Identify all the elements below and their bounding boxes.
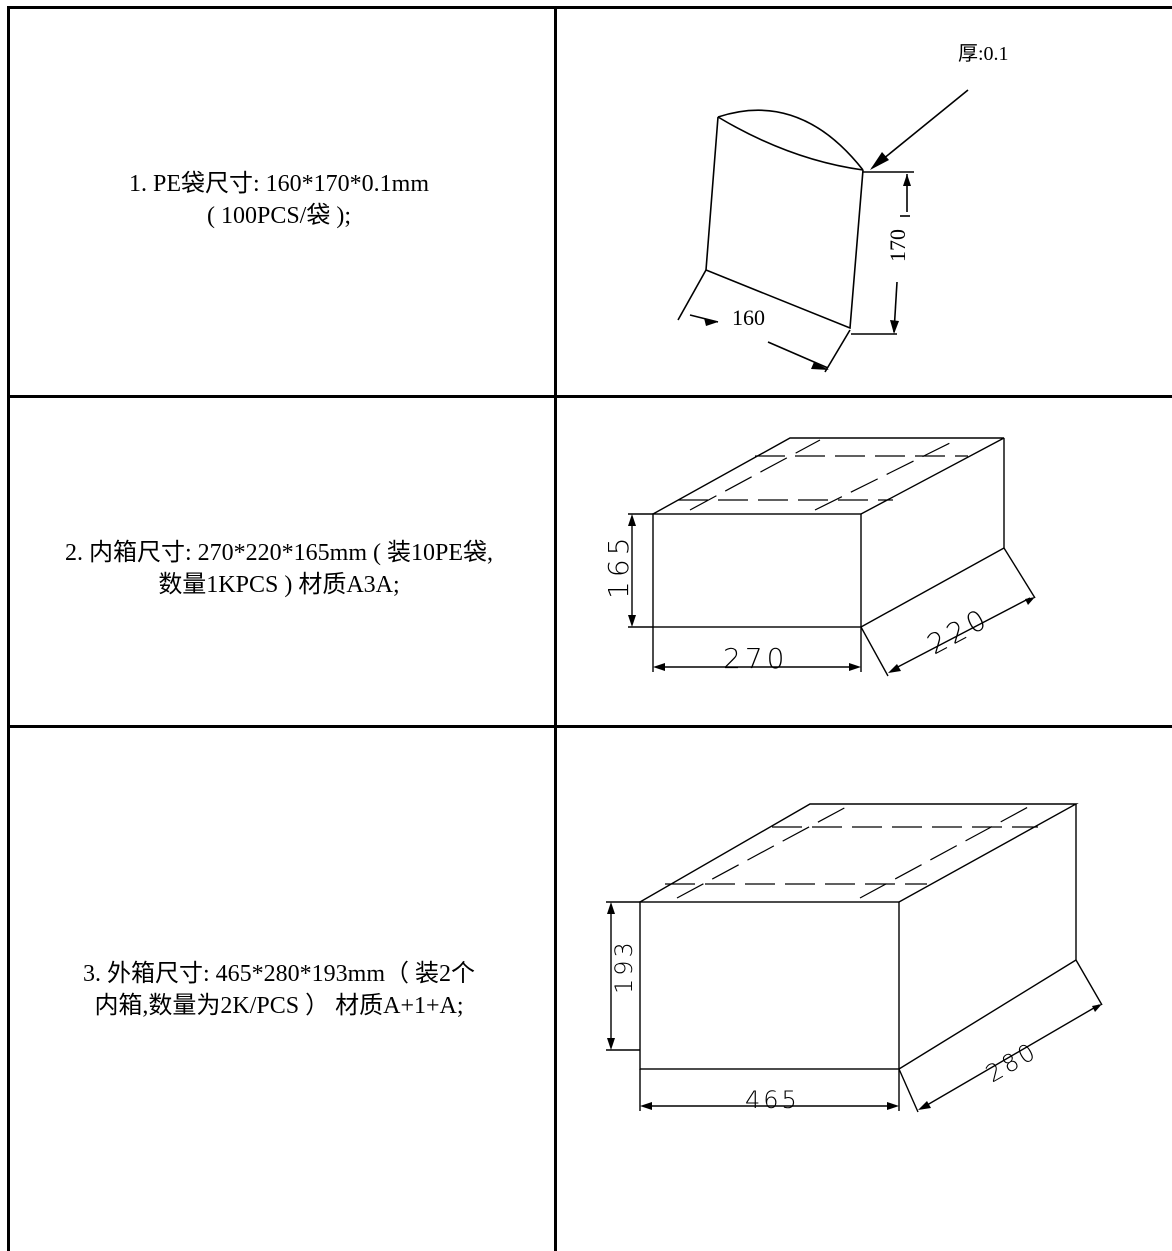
row-3-line-2: 内箱,数量为2K/PCS ） 材质A+1+A; (94, 993, 464, 1019)
bag-thickness-label: 厚:0.1 (958, 43, 1009, 65)
inner-box-height-label: 165 (602, 534, 635, 599)
height-arrowhead-bottom (890, 320, 899, 334)
row-2-line-2: 数量1KPCS ) 材质A3A; (158, 572, 400, 598)
row-1-line-1: 1. PE袋尺寸: 160*170*0.1mm (128, 171, 429, 197)
bag-outline (705, 116, 864, 330)
thickness-arrowhead (870, 152, 889, 170)
inner-box-front (652, 513, 862, 628)
outer-box-drawing: 465 280 193 (558, 728, 1170, 1251)
height-arrowhead-top (903, 174, 911, 186)
row-3-line-1: 3. 外箱尺寸: 465*280*193mm（ 装2个 (82, 961, 475, 987)
table-column-divider (554, 6, 557, 1251)
inner-box-length-label: 270 (723, 642, 788, 675)
width-arrowhead-right (811, 362, 829, 370)
row-1-line-2: ( 100PCS/袋 ); (206, 203, 352, 229)
table-row-divider-2 (7, 725, 1172, 728)
table-row-divider-1 (7, 395, 1172, 398)
bag-width-label: 160 (732, 305, 765, 330)
width-arrowhead-left (704, 318, 718, 326)
table-border-left (7, 6, 10, 1251)
row-1-description: 1. PE袋尺寸: 160*170*0.1mm ( 100PCS/袋 ); (10, 168, 548, 232)
outer-box-height-label: 193 (610, 939, 638, 994)
inner-box-drawing: 270 220 165 (558, 398, 1170, 725)
row-3-description: 3. 外箱尺寸: 465*280*193mm（ 装2个 内箱,数量为2K/PCS… (10, 958, 548, 1022)
bag-height-label: 170 (885, 229, 910, 262)
table-border-top (7, 6, 1172, 9)
bag-opening-lower (717, 116, 864, 171)
row-2-line-1: 2. 内箱尺寸: 270*220*165mm ( 装10PE袋, (64, 540, 493, 566)
outer-box-width-label: 280 (981, 1037, 1042, 1089)
thickness-leader-line (871, 89, 969, 169)
outer-box-front (639, 901, 900, 1070)
bag-opening-upper (717, 109, 864, 171)
row-2-description: 2. 内箱尺寸: 270*220*165mm ( 装10PE袋, 数量1KPCS… (10, 537, 548, 601)
inner-box-width-label: 220 (922, 601, 995, 661)
inner-box-top (652, 437, 1005, 515)
pe-bag-drawing: 厚:0.1 160 170 (558, 9, 1170, 395)
outer-box-length-label: 465 (745, 1086, 800, 1114)
outer-box-top (639, 803, 1079, 903)
